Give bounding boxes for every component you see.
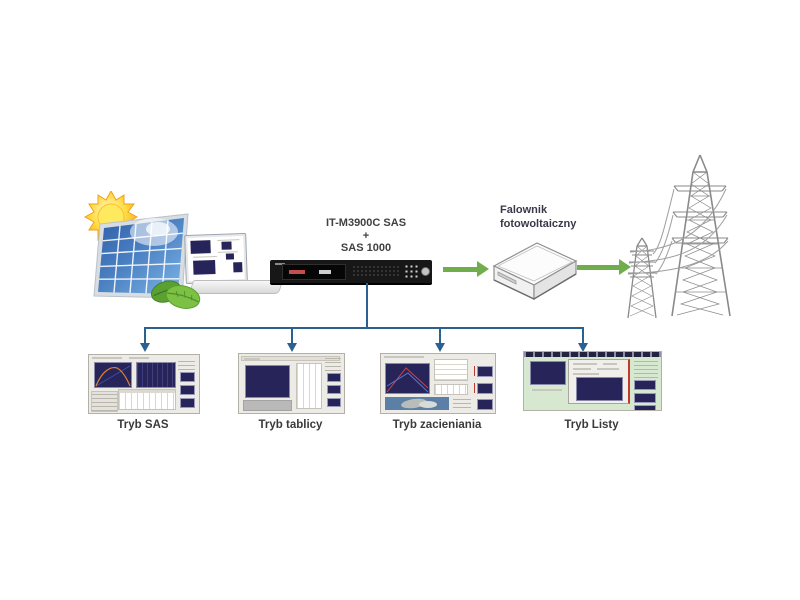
connector-branch-line: [144, 327, 584, 329]
device-label-line2: +: [362, 229, 370, 242]
pv-inverter-box-icon: [492, 242, 578, 301]
device-vent-grille: [352, 265, 400, 278]
green-flow-arrow-2-head: [619, 259, 631, 275]
mode-label-table: Tryb tablicy: [258, 419, 323, 431]
device-display-white-readout: [319, 270, 331, 274]
blue-branch-arrow-down-3: [435, 343, 445, 352]
green-flow-arrow-2: [577, 265, 619, 270]
device-label: IT-M3900C SAS + SAS 1000: [296, 217, 436, 255]
green-flow-arrow-1-head: [477, 261, 489, 277]
inverter-label: Falownik fotowoltaiczny: [500, 203, 620, 231]
sas-power-supply-device: [270, 260, 432, 285]
device-display-red-readout: [289, 270, 305, 274]
shading-mode-meter-2: [477, 383, 493, 394]
table-mode-plot: [245, 365, 290, 398]
table-mode-meter-2: [327, 385, 341, 394]
green-flow-arrow-1: [443, 267, 477, 272]
screenshot-list-mode: [523, 351, 662, 411]
sas-meter-2: [180, 385, 195, 395]
list-mode-meter-2: [634, 393, 656, 403]
shading-mode-plot: [385, 363, 430, 394]
list-mode-plot: [530, 361, 566, 385]
inverter-label-line2: fotowoltaiczny: [500, 218, 577, 230]
screenshot-shading-mode: [380, 353, 496, 414]
list-mode-meter-3: [634, 405, 656, 410]
screenshot-sas-mode: [88, 354, 200, 414]
sas-control-panel: [91, 391, 118, 412]
blue-branch-arrow-down-1: [140, 343, 150, 352]
sas-iv-curve-plot: [94, 362, 132, 388]
list-mode-meter-1: [634, 380, 656, 390]
screenshot-table-mode: [238, 353, 345, 414]
eco-leaves-icon: [151, 280, 201, 309]
sas-meter-1: [180, 372, 195, 382]
table-mode-data-table: [296, 363, 322, 409]
device-logo: [275, 263, 285, 265]
list-edit-dialog: [568, 359, 630, 404]
shading-mode-meter-3: [477, 399, 493, 410]
connector-trunk-line: [366, 283, 368, 328]
device-knob: [421, 267, 430, 276]
mode-label-shading: Tryb zacieniania: [392, 419, 482, 431]
device-label-line3: SAS 1000: [340, 242, 392, 254]
sas-settings-text: [178, 358, 195, 370]
list-mode-titlebar: [524, 352, 661, 357]
table-mode-settings-text: [325, 357, 341, 371]
list-dialog-plot: [576, 377, 623, 401]
table-mode-meter-1: [327, 373, 341, 382]
branch-stem-2: [291, 327, 293, 344]
blue-branch-arrow-down-2: [287, 343, 297, 352]
inverter-label-line1: Falownik: [500, 204, 548, 216]
branch-stem-4: [582, 327, 584, 344]
solar-panel-icon: [93, 213, 189, 299]
branch-stem-3: [439, 327, 441, 344]
sas-waveform-plot: [136, 362, 176, 388]
shading-pattern-banner: [385, 397, 449, 410]
shading-mode-controls: [453, 398, 471, 408]
power-grid-towers-icon: [627, 154, 731, 319]
mode-label-sas: Tryb SAS: [117, 419, 169, 431]
sas-data-table: [118, 389, 176, 410]
device-label-line1: IT-M3900C SAS: [325, 217, 407, 229]
shading-mode-meter-1: [477, 366, 493, 377]
shading-mode-table-1: [434, 359, 468, 381]
blue-branch-arrow-down-4: [578, 343, 588, 352]
table-mode-disabled-area: [243, 400, 292, 411]
mode-label-list: Tryb Listy: [564, 419, 619, 431]
table-mode-meter-3: [327, 398, 341, 407]
device-display: [282, 264, 346, 280]
shading-mode-table-2: [434, 384, 468, 395]
device-keypad: [404, 264, 419, 279]
branch-stem-1: [144, 327, 146, 344]
sas-meter-3: [180, 398, 195, 408]
list-mode-settings-text: [634, 358, 658, 378]
